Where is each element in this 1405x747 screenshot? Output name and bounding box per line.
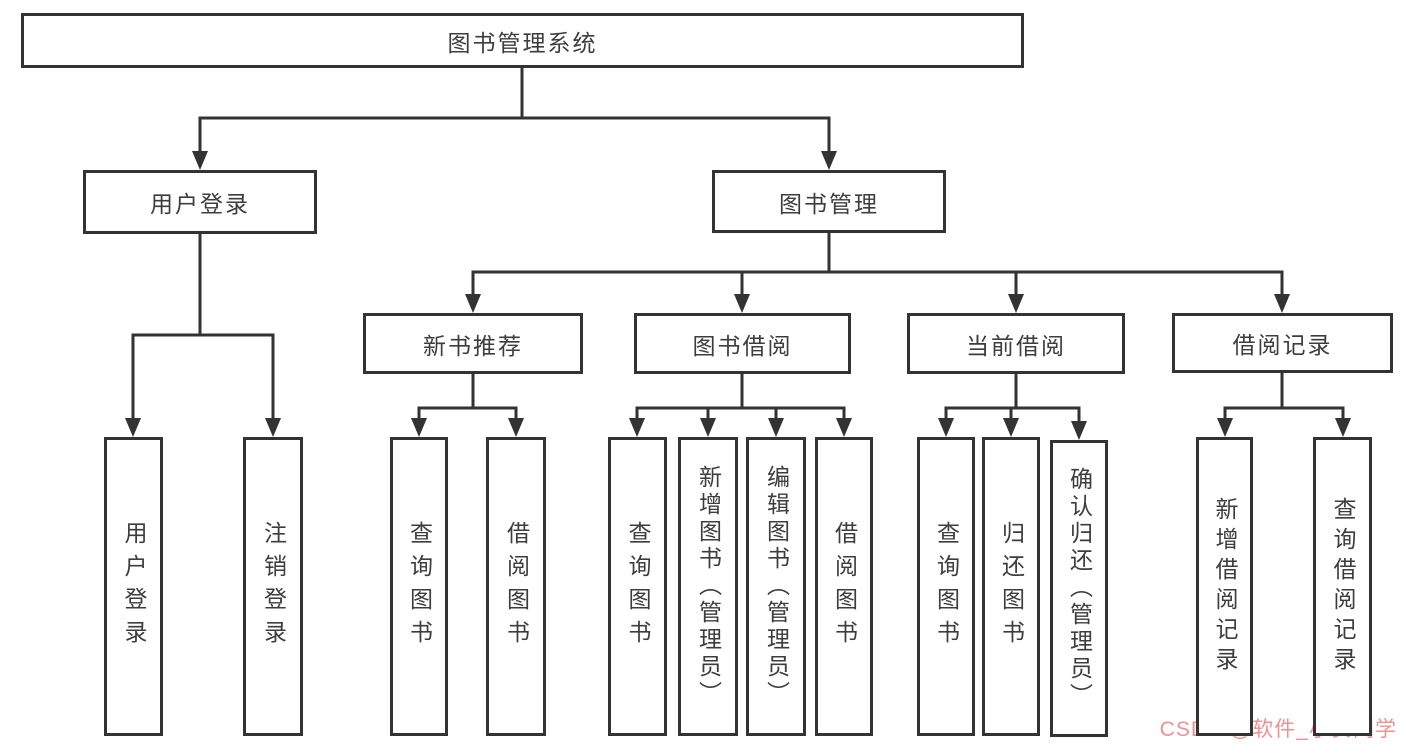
leaf-label: 归还图书 bbox=[998, 520, 1025, 653]
leaf-query-book-recommend: 查询图书 bbox=[390, 437, 448, 736]
leaf-user-login: 用户登录 bbox=[104, 437, 163, 736]
leaf-label: 查询图书 bbox=[406, 520, 433, 653]
leaf-label: 查询图书 bbox=[933, 520, 960, 653]
leaf-label: 新增借阅记录 bbox=[1212, 496, 1238, 677]
leaf-return-book: 归还图书 bbox=[982, 437, 1040, 736]
leaf-add-borrow-record: 新增借阅记录 bbox=[1196, 437, 1253, 736]
leaf-label: 编辑图书（管理员） bbox=[763, 465, 790, 708]
node-book-borrow: 图书借阅 bbox=[634, 313, 851, 374]
node-book-management: 图书管理 bbox=[712, 170, 946, 233]
leaf-borrow-book-recommend: 借阅图书 bbox=[486, 437, 546, 736]
leaf-label: 借阅图书 bbox=[831, 520, 858, 653]
arrow-down-icons bbox=[125, 151, 1351, 440]
node-user-login: 用户登录 bbox=[83, 170, 317, 234]
node-current-borrow: 当前借阅 bbox=[907, 313, 1125, 374]
node-new-book-recommend: 新书推荐 bbox=[363, 313, 583, 374]
leaf-add-book-admin: 新增图书（管理员） bbox=[678, 437, 738, 736]
leaf-query-book-borrow: 查询图书 bbox=[608, 437, 667, 736]
leaf-confirm-return-admin: 确认归还（管理员） bbox=[1050, 440, 1108, 737]
tree-edges bbox=[131, 66, 1345, 425]
leaf-borrow-book: 借阅图书 bbox=[815, 437, 873, 736]
node-root-library-system: 图书管理系统 bbox=[21, 13, 1024, 68]
leaf-label: 确认归还（管理员） bbox=[1066, 467, 1093, 710]
leaf-label: 注销登录 bbox=[260, 520, 287, 653]
leaf-label: 用户登录 bbox=[121, 520, 147, 653]
node-borrow-records: 借阅记录 bbox=[1172, 313, 1393, 373]
leaf-label: 借阅图书 bbox=[503, 520, 530, 653]
leaf-edit-book-admin: 编辑图书（管理员） bbox=[746, 437, 806, 736]
leaf-label: 查询借阅记录 bbox=[1330, 496, 1356, 677]
leaf-query-book-current: 查询图书 bbox=[917, 437, 975, 736]
leaf-label: 新增图书（管理员） bbox=[695, 465, 722, 708]
leaf-label: 查询图书 bbox=[625, 520, 651, 653]
leaf-logout: 注销登录 bbox=[243, 437, 303, 736]
leaf-query-borrow-record: 查询借阅记录 bbox=[1313, 437, 1372, 736]
